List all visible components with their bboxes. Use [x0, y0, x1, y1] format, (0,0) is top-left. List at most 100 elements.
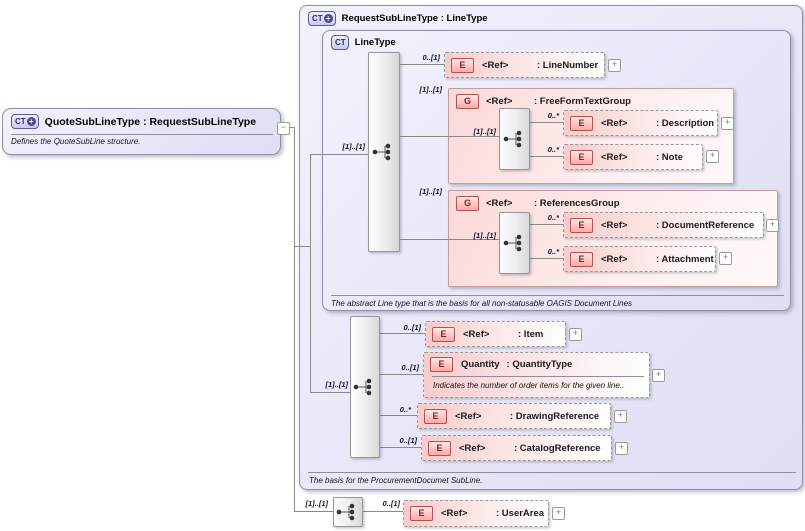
element-badge: E [570, 217, 593, 233]
expand-note-button[interactable]: + [706, 150, 719, 163]
group-ref-label: <Ref> [486, 95, 513, 107]
connector-line [530, 224, 563, 225]
connector-line [380, 447, 421, 448]
connector-line [380, 415, 417, 416]
cardinality-label: 0..* [547, 145, 559, 154]
quantity-annotation: Indicates the number of order items for … [433, 381, 625, 390]
connector-line [294, 246, 311, 247]
cardinality-label: [1]..[1] [419, 187, 443, 196]
element-badge: E [410, 506, 433, 521]
sequence-compositor-userarea[interactable] [333, 497, 363, 527]
collapse-quotesublinetype-button[interactable]: − [277, 122, 290, 135]
element-ref-label: <Ref> [601, 219, 628, 231]
connector-line [400, 136, 499, 137]
connector-line [363, 511, 403, 512]
cardinality-label: 0..[1] [401, 363, 419, 372]
cardinality-label: 0..* [547, 213, 559, 222]
requestsublinetype-title: RequestSubLineType : LineType [341, 13, 488, 24]
element-attachment[interactable]: E <Ref> : Attachment [563, 246, 716, 272]
connector-line [380, 374, 423, 375]
group-ref-label: <Ref> [486, 197, 513, 209]
divider [11, 134, 273, 135]
group-badge: G [456, 93, 479, 109]
connector-line [310, 154, 311, 393]
element-ref-label: <Ref> [601, 151, 628, 163]
sequence-compositor-linetype[interactable] [368, 52, 400, 252]
ct-badge-label: CT [15, 117, 26, 126]
sequence-icon [372, 143, 391, 161]
cardinality-label: [1]..[1] [342, 142, 366, 151]
element-name-label: : Item [518, 328, 544, 340]
element-ref-label: <Ref> [463, 328, 490, 340]
sequence-icon [353, 378, 372, 396]
cardinality-label: 0..* [399, 405, 411, 414]
element-ref-label: <Ref> [455, 410, 482, 422]
expand-quantity-button[interactable]: + [652, 369, 665, 382]
plus-icon: + [323, 14, 333, 23]
connector-line [288, 127, 295, 128]
expand-document-reference-button[interactable]: + [766, 219, 779, 232]
element-quantity[interactable]: E Quantity : QuantityType Indicates the … [423, 352, 650, 398]
quotesublinetype-annotation: Defines the QuoteSubLine structure. [11, 137, 141, 146]
connector-line [530, 156, 563, 157]
element-name-label: : Description [656, 117, 715, 129]
expand-description-button[interactable]: + [721, 117, 734, 130]
plus-icon: + [26, 117, 36, 126]
sequence-compositor-extension[interactable] [350, 316, 380, 458]
element-ref-label: <Ref> [459, 442, 486, 454]
connector-line [530, 258, 563, 259]
cardinality-label: 0..* [547, 111, 559, 120]
element-note[interactable]: E <Ref> : Note [563, 144, 703, 170]
connector-line [310, 392, 350, 393]
element-user-area[interactable]: E <Ref> : UserArea [403, 500, 549, 527]
element-badge: E [570, 149, 593, 165]
divider [432, 376, 644, 377]
sequence-compositor-freeform[interactable] [499, 108, 530, 170]
element-ref-label: <Ref> [441, 508, 468, 519]
complextype-derived-badge: CT + [308, 11, 336, 26]
expand-user-area-button[interactable]: + [552, 507, 565, 520]
element-ref-label: Quantity [461, 359, 500, 370]
element-badge: E [570, 251, 593, 267]
cardinality-label: [1]..[1] [305, 499, 329, 508]
quotesublinetype-title: QuoteSubLineType : RequestSubLineType [44, 115, 257, 128]
element-name-label: : Attachment [656, 253, 714, 265]
connector-line [294, 511, 333, 512]
element-badge: E [432, 326, 455, 342]
divider [308, 472, 796, 473]
cardinality-label: [1]..[1] [473, 231, 497, 240]
divider [331, 295, 784, 296]
element-line-number[interactable]: E <Ref> : LineNumber [444, 52, 605, 78]
cardinality-label: 0..[1] [403, 323, 421, 332]
element-drawing-reference[interactable]: E <Ref> : DrawingReference [417, 403, 611, 429]
linetype-annotation: The abstract Line type that is the basis… [331, 299, 633, 308]
element-document-reference[interactable]: E <Ref> : DocumentReference [563, 212, 764, 238]
expand-drawing-reference-button[interactable]: + [614, 410, 627, 423]
sequence-icon [336, 503, 355, 521]
element-ref-label: <Ref> [601, 117, 628, 129]
element-badge: E [428, 440, 451, 456]
expand-item-button[interactable]: + [569, 328, 582, 341]
linetype-header: CT LineType [331, 35, 396, 50]
connector-line [380, 333, 425, 334]
linetype-title: LineType [354, 37, 396, 48]
quotesublinetype-header: CT + QuoteSubLineType : RequestSubLineTy… [11, 114, 256, 129]
expand-attachment-button[interactable]: + [719, 252, 732, 265]
expand-line-number-button[interactable]: + [608, 59, 621, 72]
element-description[interactable]: E <Ref> : Description [563, 110, 718, 136]
element-item[interactable]: E <Ref> : Item [425, 321, 566, 347]
element-badge: E [570, 115, 593, 131]
sequence-compositor-references[interactable] [499, 212, 530, 274]
complextype-quotesublinetype-box: CT + QuoteSubLineType : RequestSubLineTy… [2, 108, 281, 155]
connector-line [294, 128, 295, 512]
element-name-label: : QuantityType [506, 359, 573, 370]
element-badge: E [451, 57, 474, 73]
expand-catalog-reference-button[interactable]: + [615, 442, 628, 455]
element-name-label: : LineNumber [537, 59, 599, 71]
cardinality-label: [1]..[1] [473, 127, 497, 136]
element-catalog-reference[interactable]: E <Ref> : CatalogReference [421, 435, 612, 461]
element-name-label: : CatalogReference [514, 442, 601, 454]
element-ref-label: <Ref> [482, 59, 509, 71]
group-badge: G [456, 195, 479, 211]
